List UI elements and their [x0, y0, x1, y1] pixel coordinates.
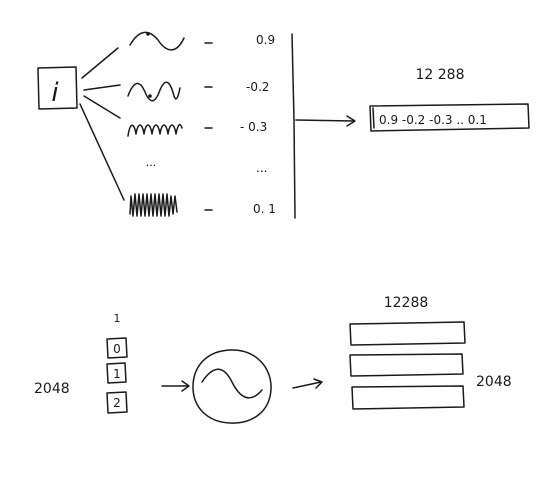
index-symbol: i — [51, 78, 59, 108]
token-box-0: 0 — [106, 337, 128, 359]
model-circle — [192, 349, 272, 424]
fanout-lines — [79, 47, 125, 201]
output-vector-2 — [351, 385, 465, 410]
svg-text:0: 0 — [113, 342, 121, 356]
value-1: -0.2 — [246, 80, 269, 94]
arrow-out-of-model — [292, 378, 323, 389]
value-4: 0. 1 — [253, 202, 276, 216]
wave-4 — [129, 193, 178, 217]
index-box: i — [37, 66, 78, 110]
value-0: 0.9 — [256, 33, 275, 47]
wave-ellipsis: ... — [146, 156, 157, 169]
token-box-1: 1 — [106, 362, 127, 384]
svg-text:1: 1 — [113, 367, 121, 381]
output-vectors — [349, 321, 466, 410]
dashes — [204, 42, 213, 211]
output-vector-1 — [349, 353, 464, 377]
vertical-bracket — [291, 33, 296, 219]
sequence-length-label-left: 2048 — [34, 381, 70, 397]
wave-3 — [127, 123, 183, 137]
svg-text:2: 2 — [113, 396, 121, 410]
arrow-into-model — [161, 380, 190, 392]
arrow-top — [295, 115, 356, 127]
value-column: 0.9 -0.2 - 0.3 ... 0. 1 — [240, 33, 276, 216]
value-2: - 0.3 — [240, 120, 267, 134]
wave-1 — [129, 31, 185, 51]
wave-2 — [127, 81, 181, 102]
sequence-length-label-right: 2048 — [476, 374, 512, 390]
token-box-2: 2 — [106, 391, 128, 414]
output-dim-label: 12288 — [384, 295, 429, 311]
vector-box: 0.9 -0.2 -0.3 .. 0.1 — [369, 103, 530, 132]
token-dim-label: 1 — [114, 312, 121, 325]
vector-contents: 0.9 -0.2 -0.3 .. 0.1 — [379, 113, 487, 127]
vector-dim-label: 12 288 — [416, 67, 465, 83]
output-vector-0 — [349, 321, 466, 346]
value-3: ... — [256, 161, 267, 175]
